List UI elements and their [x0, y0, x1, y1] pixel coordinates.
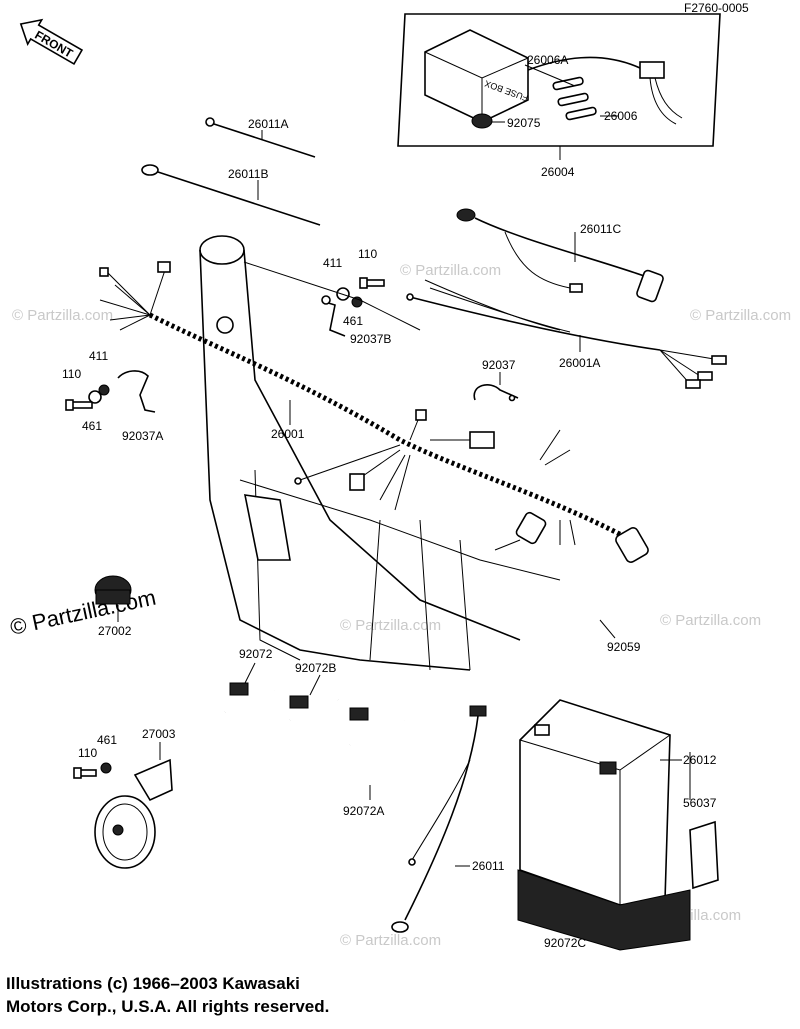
part-label: 92072B — [295, 661, 336, 675]
band-icon — [286, 674, 341, 760]
nut-icon — [100, 762, 112, 774]
watermark: © Partzilla.com — [400, 262, 501, 279]
relay-icon — [94, 575, 132, 622]
part-label: 461 — [343, 314, 363, 328]
part-label: 92072C — [544, 936, 586, 950]
part-label: 26012 — [683, 753, 717, 767]
part-label: 26011C — [580, 222, 621, 236]
copyright-notice: Illustrations (c) 1966–2003 Kawasaki Mot… — [6, 972, 506, 1018]
part-label: 26001A — [559, 356, 600, 370]
band-icon — [221, 662, 278, 749]
clamp-icon — [473, 372, 519, 402]
starter-cable-icon — [456, 208, 664, 303]
main-harness-icon — [99, 261, 649, 563]
bracket-icon — [117, 370, 156, 413]
connector-icon — [639, 61, 665, 79]
part-label: 92072 — [239, 647, 273, 661]
part-label: 26006A — [527, 53, 568, 67]
copyright-line: Illustrations (c) 1966–2003 Kawasaki — [6, 974, 300, 993]
fuse-icon — [557, 92, 589, 107]
part-label: 92037B — [350, 332, 391, 346]
bolt-icon — [73, 767, 97, 779]
part-label: 110 — [62, 367, 81, 381]
copyright-line: Motors Corp., U.S.A. All rights reserved… — [6, 997, 330, 1016]
nut-icon — [98, 384, 110, 396]
fuse-box-icon: FUSE BOX — [424, 29, 529, 123]
bolt-icon — [65, 399, 93, 411]
watermark: © Partzilla.com — [340, 617, 441, 634]
bolt-icon — [359, 277, 385, 289]
watermark: © Partzilla.com — [660, 612, 761, 629]
part-label: 27002 — [98, 624, 132, 638]
battery-lead-icon — [391, 705, 487, 933]
ground-cable-icon — [205, 117, 316, 158]
part-label: 26011A — [248, 117, 288, 131]
washer-icon — [88, 390, 102, 404]
battery-case-icon — [517, 869, 691, 951]
part-label: 56037 — [683, 796, 717, 810]
part-label: 26004 — [541, 165, 575, 179]
part-label: 92037A — [122, 429, 163, 443]
part-label: 110 — [78, 746, 97, 760]
part-label: 411 — [323, 256, 342, 270]
bracket-icon — [324, 301, 346, 337]
part-label: 26001 — [271, 427, 305, 441]
part-label: 461 — [97, 733, 117, 747]
part-label: 27003 — [142, 727, 176, 741]
watermark: © Partzilla.com — [690, 307, 791, 324]
front-arrow-icon: FRONT — [19, 18, 84, 66]
part-label: 26011B — [228, 167, 268, 181]
watermark: © Partzilla.com — [12, 307, 113, 324]
sub-harness-icon — [406, 279, 727, 389]
part-label: 411 — [89, 349, 108, 363]
battery-cable-icon — [141, 164, 321, 226]
part-label: 92072A — [343, 804, 384, 818]
fuse-box-inset: FUSE BOX — [397, 13, 721, 160]
grommet-icon — [471, 113, 493, 129]
part-label: 92075 — [507, 116, 541, 130]
battery-icon — [519, 699, 719, 906]
watermark-large: © Partzilla.com — [8, 585, 158, 640]
part-label: 26006 — [604, 109, 638, 123]
watermark: © Partzilla.com — [340, 932, 441, 949]
part-label: 461 — [82, 419, 102, 433]
band-icon — [347, 707, 408, 800]
part-label: 26011 — [472, 859, 505, 873]
frame-icon — [199, 235, 561, 671]
watermarks: © Partzilla.com © Partzilla.com © Partzi… — [12, 262, 791, 949]
tube-icon — [539, 589, 666, 654]
part-label: 110 — [358, 247, 377, 261]
part-label: 92059 — [607, 640, 641, 654]
figure-code: F2760-0005 — [684, 1, 749, 15]
horn-icon — [94, 742, 173, 869]
part-label: 92037 — [482, 358, 516, 372]
fuse-icon — [565, 106, 597, 121]
